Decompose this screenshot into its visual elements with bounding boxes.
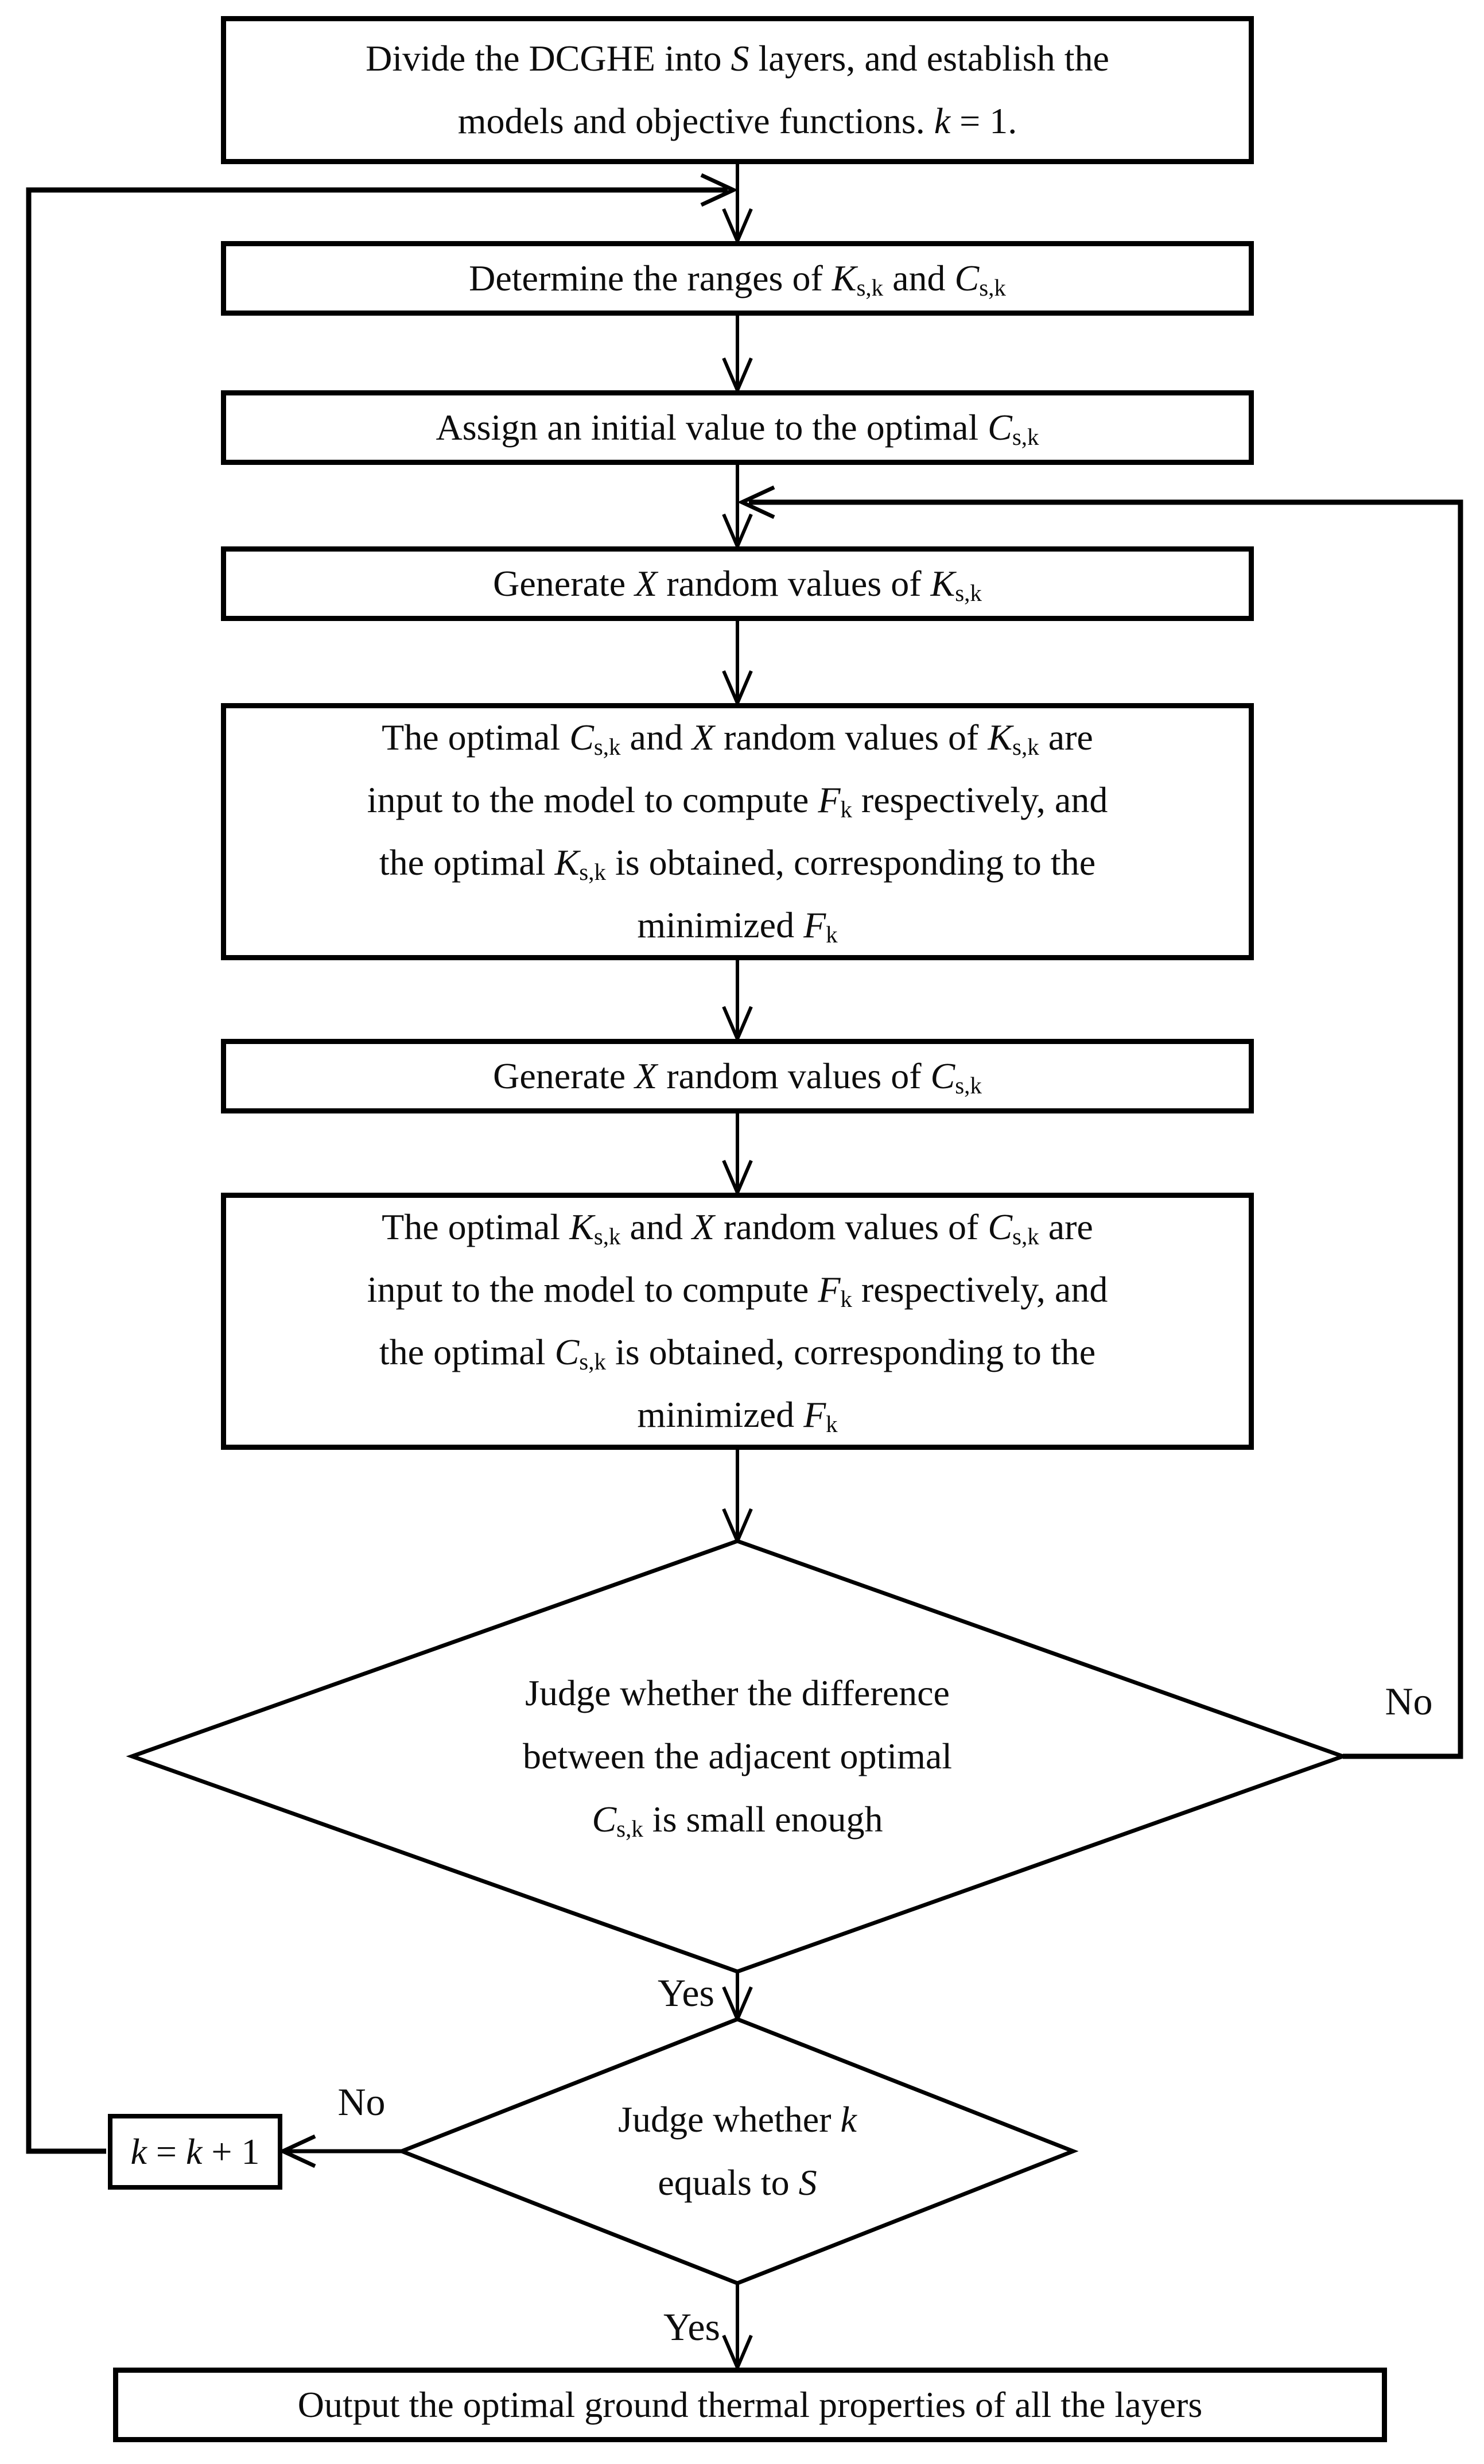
compute-optimal-c-box: The optimal Ks,k and X random values of … (221, 1193, 1254, 1450)
layers-no-label: No (337, 2080, 386, 2124)
output-box: Output the optimal ground thermal proper… (113, 2368, 1387, 2442)
compute-optimal-k-box: The optimal Cs,k and X random values of … (221, 703, 1254, 960)
generate-k-random-box: Generate X random values of Ks,k (221, 546, 1254, 621)
arrowhead-into-mid-junction (737, 485, 775, 519)
connector-right-rail (749, 499, 1463, 1759)
generate-c-random-box: Generate X random values of Cs,k (221, 1039, 1254, 1113)
determine-ranges-box: Determine the ranges of Ks,k and Cs,k (221, 241, 1254, 316)
converge-yes-label: Yes (658, 1971, 714, 2015)
layers-yes-label: Yes (663, 2305, 720, 2349)
decision-layers-shape (396, 2017, 1079, 2285)
arrowhead-into-top-junction (700, 173, 739, 207)
increment-k-box: k = k + 1 (108, 2114, 282, 2190)
start-box: Divide the DCGHE into S layers, and esta… (221, 16, 1254, 164)
arrowhead-increment (278, 2134, 316, 2168)
assign-initial-box: Assign an initial value to the optimal C… (221, 390, 1254, 465)
connector-left-rail (26, 187, 728, 2154)
decision-converge-shape (126, 1539, 1349, 1974)
converge-no-label: No (1385, 1679, 1433, 1723)
